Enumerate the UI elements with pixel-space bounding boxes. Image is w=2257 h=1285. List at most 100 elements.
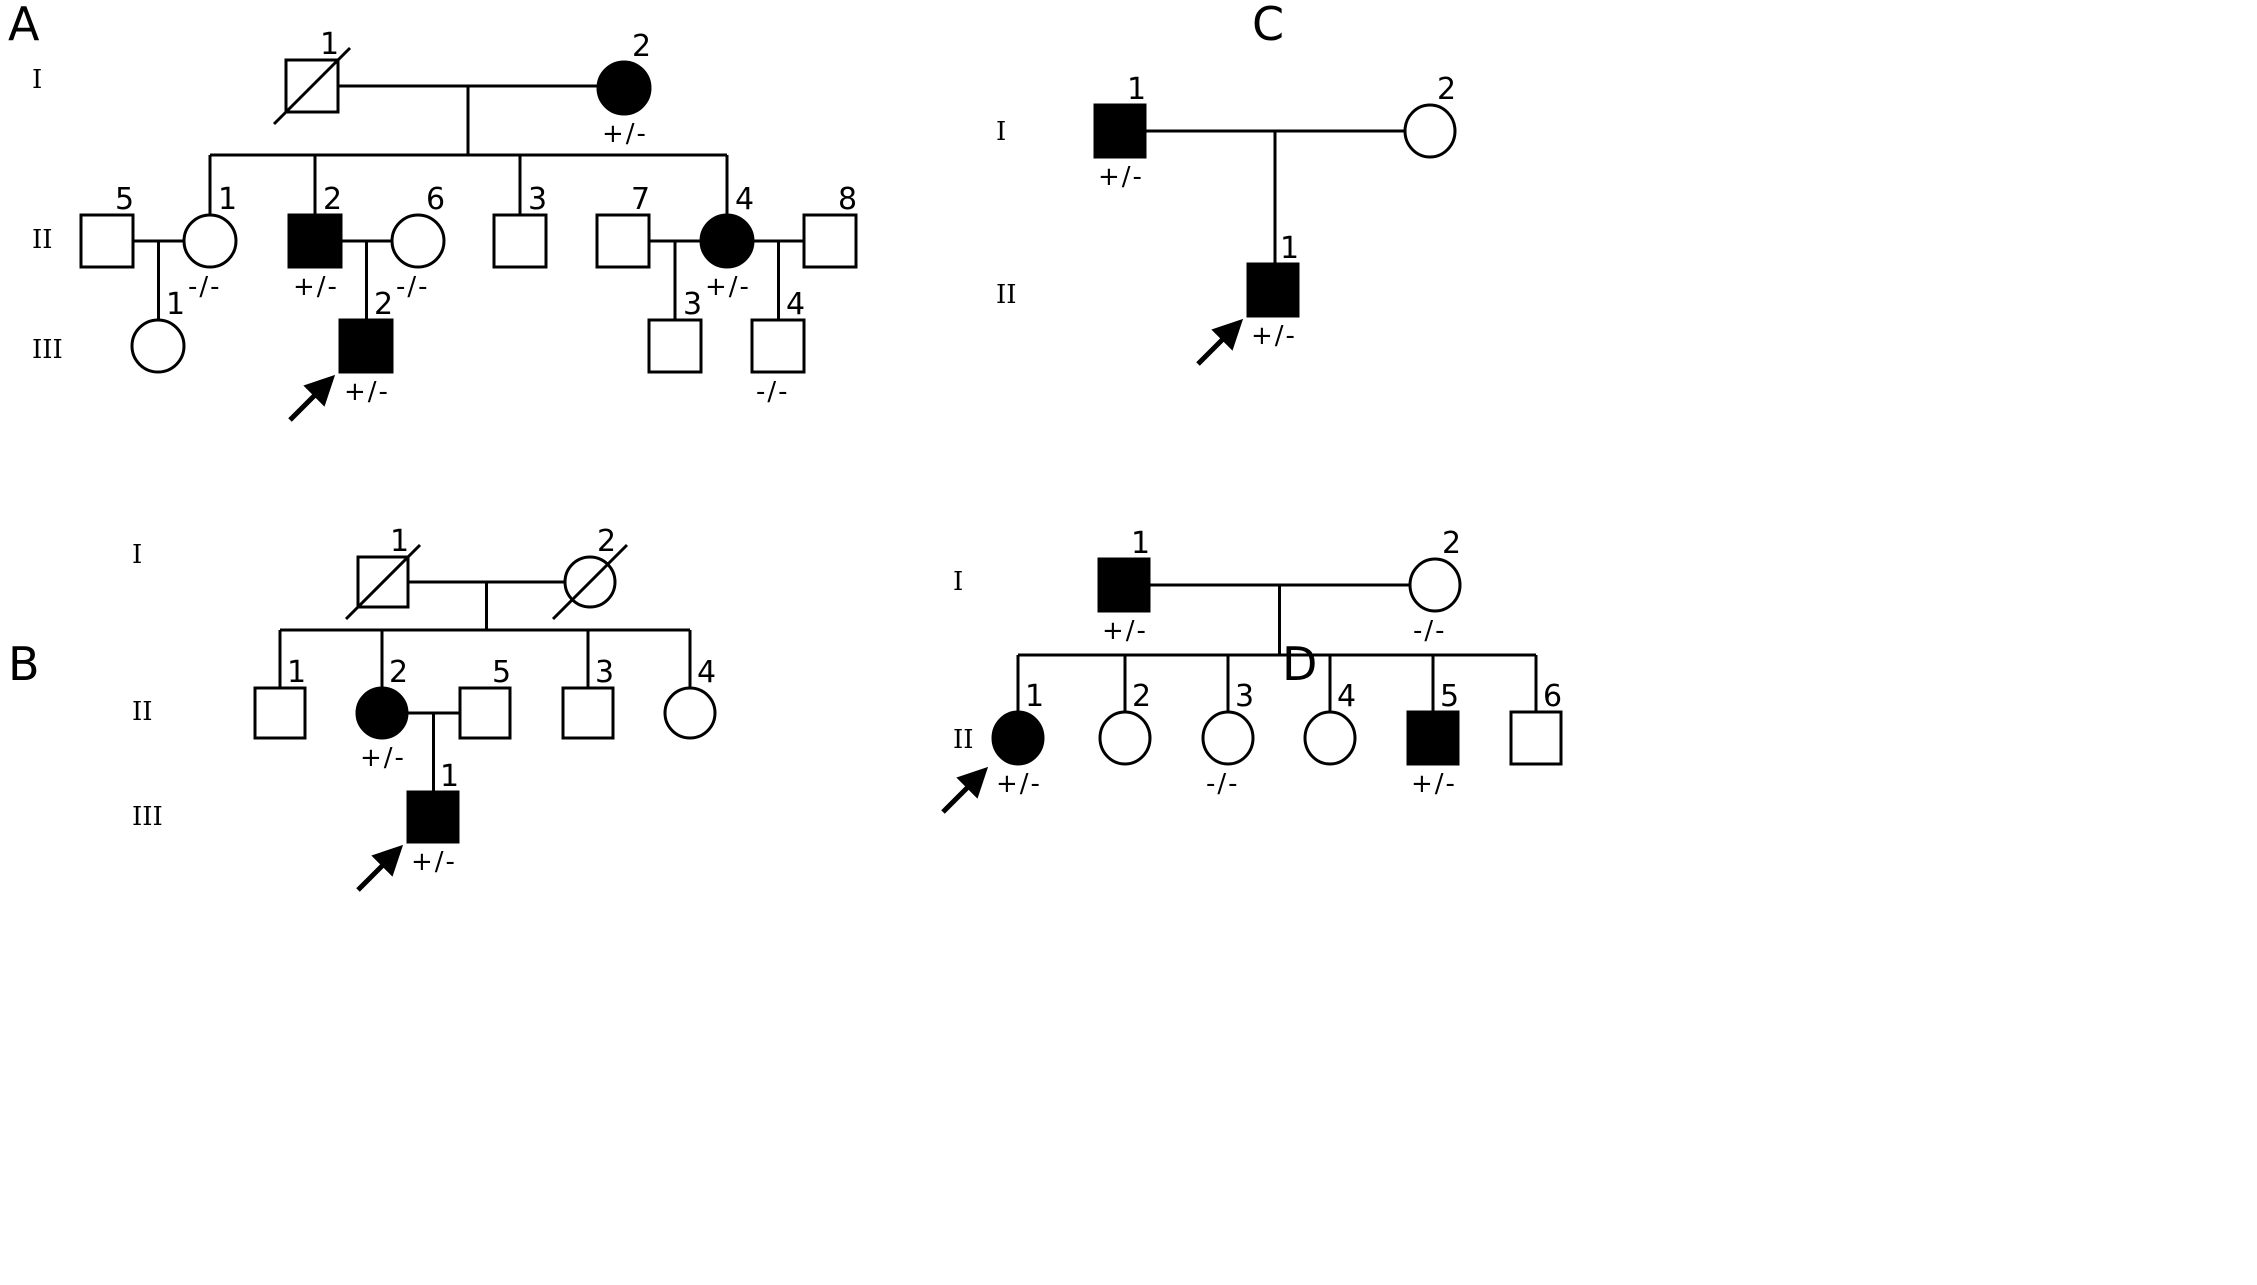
generation-label: II (132, 697, 153, 727)
male-square (253, 686, 307, 740)
genotype-label: +/- (293, 272, 339, 302)
individual-number: 5 (115, 182, 134, 217)
individual-number: 2 (632, 29, 651, 64)
affected-male-square (287, 213, 343, 269)
individual-number: 1 (166, 287, 185, 322)
female-circle (390, 213, 446, 269)
male-square (647, 318, 703, 374)
generation-label: I (953, 567, 963, 597)
individual-number: 5 (492, 655, 511, 690)
male-square (802, 213, 858, 269)
individual-d-i-2 (1408, 557, 1462, 613)
individual-number: 3 (1235, 679, 1254, 714)
affected-male-square (1246, 262, 1300, 318)
generation-label: III (132, 802, 163, 832)
generation-label: II (32, 225, 53, 255)
individual-d-ii-2 (1098, 710, 1152, 766)
individual-a-ii-8 (802, 213, 858, 269)
individual-b-i-1 (344, 543, 422, 621)
individual-b-ii-5 (458, 686, 512, 740)
genotype-label: +/- (1098, 162, 1144, 192)
genotype-label: -/- (188, 272, 222, 302)
individual-number: 6 (1543, 679, 1562, 714)
individual-c-i-2 (1403, 103, 1457, 159)
genotype-label: -/- (396, 272, 430, 302)
male-square (79, 213, 135, 269)
proband-arrow-icon (1196, 318, 1244, 366)
connector-lines (133, 84, 1538, 792)
proband-arrow-icon (288, 374, 336, 422)
individual-d-ii-4 (1303, 710, 1357, 766)
genotype-label: +/- (344, 377, 390, 407)
genotype-label: -/- (1206, 769, 1240, 799)
genotype-label: +/- (1411, 769, 1457, 799)
male-square (561, 686, 615, 740)
generation-label: I (996, 117, 1006, 147)
female-circle (1303, 710, 1357, 766)
individual-d-ii-5 (1406, 710, 1460, 766)
individual-number: 6 (426, 182, 445, 217)
genotype-label: -/- (1413, 616, 1447, 646)
proband-arrow-icon (941, 766, 989, 814)
individual-d-ii-6 (1509, 710, 1563, 766)
panel-letter-b: B (8, 637, 40, 691)
individual-b-ii-2 (355, 686, 409, 740)
individual-d-ii-1 (941, 710, 1045, 814)
female-circle (1098, 710, 1152, 766)
individual-number: 2 (389, 655, 408, 690)
genotype-label: -/- (756, 377, 790, 407)
male-square (492, 213, 548, 269)
male-square (1509, 710, 1563, 766)
individual-number: 3 (683, 287, 702, 322)
male-square (595, 213, 651, 269)
deceased-slash (272, 46, 352, 126)
genotype-label: +/- (360, 743, 406, 773)
individual-number: 1 (320, 27, 339, 62)
individual-b-i-2 (551, 543, 629, 621)
individual-b-ii-1 (253, 686, 307, 740)
individual-number: 4 (786, 287, 805, 322)
genotype-label: +/- (411, 847, 457, 877)
individual-a-iii-1 (130, 318, 186, 374)
individual-number: 2 (1132, 679, 1151, 714)
individual-number: 1 (1127, 72, 1146, 107)
individual-a-ii-6 (390, 213, 446, 269)
female-circle (182, 213, 238, 269)
individual-a-ii-1 (182, 213, 238, 269)
individual-b-ii-3 (561, 686, 615, 740)
affected-female-circle (699, 213, 755, 269)
genotype-label: +/- (602, 119, 648, 149)
deceased-slash (344, 543, 422, 621)
individual-c-i-1 (1093, 103, 1147, 159)
individual-number: 2 (323, 182, 342, 217)
generation-label: I (32, 65, 42, 95)
female-circle (130, 318, 186, 374)
individual-number: 7 (631, 182, 650, 217)
individual-number: 1 (440, 759, 459, 794)
individual-a-ii-7 (595, 213, 651, 269)
individual-number: 2 (1442, 526, 1461, 561)
individual-number: 1 (218, 182, 237, 217)
individual-number: 5 (1440, 679, 1459, 714)
individual-number: 3 (595, 655, 614, 690)
individual-a-iii-3 (647, 318, 703, 374)
individual-d-i-1 (1097, 557, 1151, 613)
genotype-label: +/- (1251, 321, 1297, 351)
individual-number: 4 (697, 655, 716, 690)
affected-male-square (406, 790, 460, 844)
individual-number: 1 (287, 655, 306, 690)
male-square (458, 686, 512, 740)
panel-letter-c: C (1252, 0, 1284, 51)
generation-label: II (996, 280, 1017, 310)
affected-male-square (338, 318, 394, 374)
male-square (750, 318, 806, 374)
female-circle (663, 686, 717, 740)
generation-label: II (953, 725, 974, 755)
genotype-label: +/- (1102, 616, 1148, 646)
affected-male-square (1406, 710, 1460, 766)
affected-male-square (1097, 557, 1151, 613)
individual-b-ii-4 (663, 686, 717, 740)
individual-a-ii-4 (699, 213, 755, 269)
genotype-label: +/- (705, 272, 751, 302)
